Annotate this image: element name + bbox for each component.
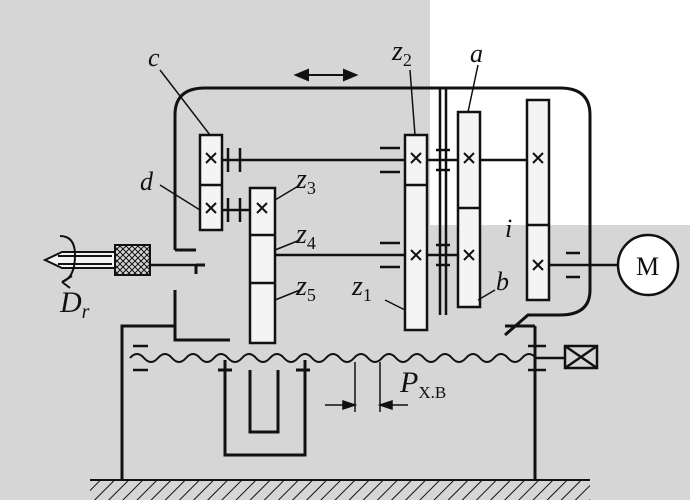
ground-hatch	[90, 480, 590, 500]
rotation-arrow-icon	[59, 235, 77, 289]
label-z4: z4	[295, 219, 316, 253]
label-z5: z5	[295, 271, 316, 305]
motor-icon	[616, 233, 680, 297]
label-c: c	[148, 43, 160, 72]
label-dr: Dr	[59, 286, 90, 323]
label-z1: z1	[351, 271, 372, 305]
leadscrew	[129, 353, 537, 363]
label-z2: z2	[391, 36, 412, 70]
base-body	[120, 324, 537, 480]
leader-lines	[159, 64, 496, 311]
cross-mark-icon	[205, 152, 544, 271]
label-i: i	[505, 214, 512, 243]
label-a: a	[470, 39, 483, 68]
label-pitch: PX.B	[399, 366, 446, 402]
label-d: d	[140, 167, 154, 196]
gear-i	[525, 98, 551, 302]
label-z3: z3	[295, 164, 316, 198]
label-b: b	[496, 267, 509, 296]
gear-z1-z2	[403, 133, 429, 332]
motor-label: M	[636, 252, 659, 281]
bearing-marks	[133, 146, 580, 372]
gear-z3-z5	[248, 186, 277, 345]
drill-tool	[42, 244, 151, 276]
crossed-box-icon	[563, 344, 599, 370]
gear-ab	[456, 110, 482, 309]
gear-cd	[198, 133, 224, 232]
double-arrow-icon	[293, 68, 359, 82]
pitch-dimension	[325, 362, 408, 412]
